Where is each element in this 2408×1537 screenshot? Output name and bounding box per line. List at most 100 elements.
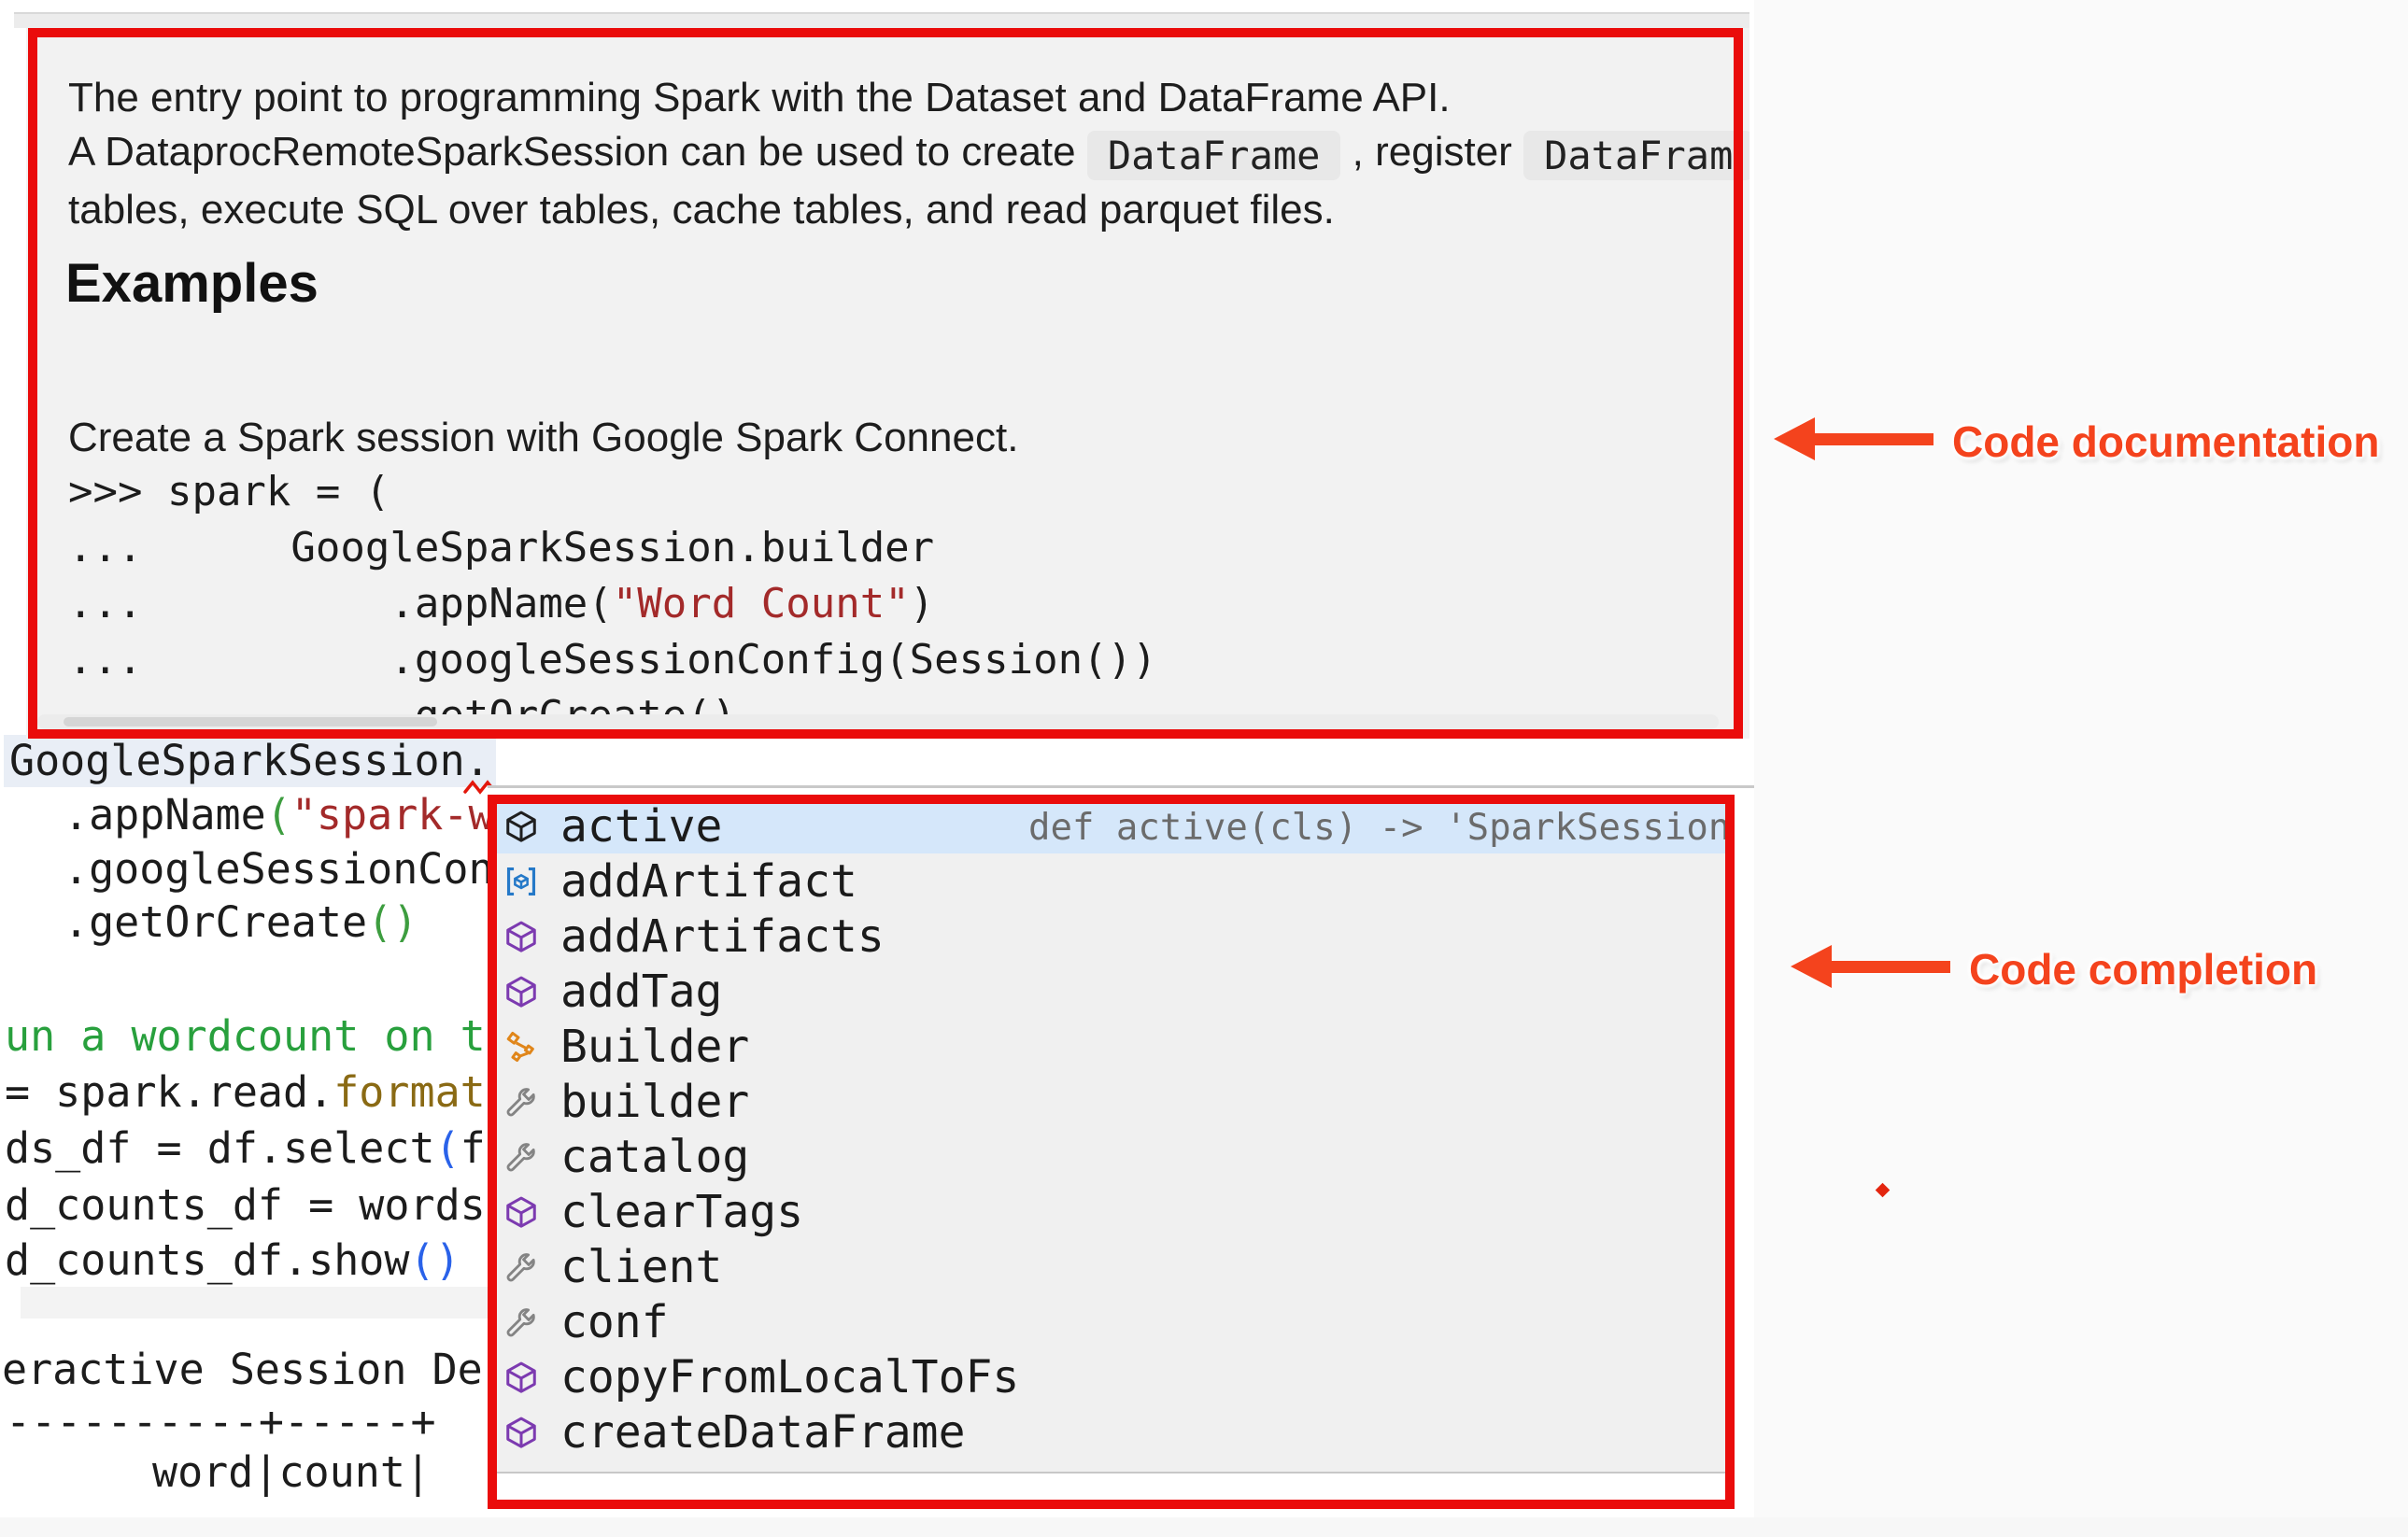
stray-mark-icon <box>1875 1182 1891 1198</box>
code-line[interactable]: ds_df = df.select(f <box>5 1122 486 1175</box>
doc-paragraph-2-mid: , register <box>1340 129 1524 175</box>
code-token: GoogleSparkSession. <box>9 736 490 785</box>
completion-annotation-label: Code completion <box>1969 945 2318 994</box>
code-token: () <box>409 1235 460 1285</box>
code-line[interactable]: .getOrCreate() <box>64 896 418 949</box>
completion-arrow-shaft <box>1828 961 1950 973</box>
completion-footer <box>497 1474 1725 1500</box>
code-token: ... GoogleSparkSession.builder <box>68 524 935 571</box>
code-token: >>> spark = ( <box>68 468 390 515</box>
cell-top-edge <box>14 12 1749 28</box>
completion-annotation-rectangle: active def active(cls) -> 'SparkSession ad… <box>488 795 1735 1509</box>
completion-item[interactable]: catalog <box>497 1129 1725 1184</box>
completion-item-label: copyFromLocalToFs <box>560 1350 1020 1403</box>
documentation-popup: The entry point to programming Spark wit… <box>26 28 1749 739</box>
inline-code-chip: DataFram <box>1523 131 1749 180</box>
completion-item[interactable]: createDataFrame <box>497 1404 1725 1459</box>
completion-item-label: active <box>560 799 723 853</box>
code-token: format <box>333 1067 486 1117</box>
completion-item[interactable]: client <box>497 1239 1725 1294</box>
code-line[interactable]: d_counts_df = words <box>5 1179 486 1232</box>
code-line[interactable]: = spark.read.format <box>5 1066 486 1119</box>
completion-item[interactable]: addArtifacts <box>497 909 1725 964</box>
cube-purple-icon <box>503 1359 540 1396</box>
completion-item-label: catalog <box>560 1130 750 1183</box>
doc-examples-heading: Examples <box>65 253 319 314</box>
completion-item-label: clearTags <box>560 1185 804 1238</box>
completion-item[interactable]: Builder <box>497 1019 1725 1074</box>
completion-item[interactable]: conf <box>497 1294 1725 1349</box>
doc-scrollbar-thumb[interactable] <box>64 717 437 726</box>
code-token: ( <box>434 1123 460 1173</box>
code-token: .googleSessionCon <box>64 844 494 894</box>
code-token: un a wordcount on t <box>5 1011 486 1061</box>
doc-example-intro: Create a Spark session with Google Spark… <box>68 415 1019 460</box>
code-token: ... .appName( <box>68 580 613 627</box>
code-line[interactable]: ----------+-----+ <box>6 1396 436 1448</box>
doc-code-line: ... .getOrCreate() <box>68 688 1157 739</box>
code-token: word|count| <box>152 1447 432 1497</box>
doc-annotation-label: Code documentation <box>1952 417 2380 466</box>
code-token: f <box>460 1123 486 1173</box>
code-line[interactable]: un a wordcount on t <box>5 1010 486 1063</box>
code-token: ----------+-----+ <box>6 1397 436 1446</box>
cube-purple-icon <box>503 1193 540 1231</box>
cube-dark-icon <box>503 808 540 845</box>
code-line[interactable]: eractive Session De <box>2 1344 483 1396</box>
code-token: () <box>367 897 418 947</box>
completion-item-label: addArtifacts <box>560 910 885 963</box>
completion-footer-divider <box>497 1472 1725 1474</box>
completion-item-label: conf <box>560 1295 669 1348</box>
doc-paragraph-3: tables, execute SQL over tables, cache t… <box>68 187 1335 233</box>
code-line[interactable]: GoogleSparkSession. <box>4 735 496 787</box>
completion-item-label: builder <box>560 1075 750 1128</box>
doc-horizontal-scrollbar[interactable] <box>37 714 1719 729</box>
completion-item-label: createDataFrame <box>560 1405 966 1459</box>
completion-item-label: client <box>560 1240 723 1293</box>
code-line[interactable]: word|count| <box>152 1446 431 1499</box>
doc-arrow-shaft <box>1811 433 1933 445</box>
code-token: .appName <box>64 790 266 839</box>
code-line[interactable]: .googleSessionCon <box>64 843 494 895</box>
instance-blue-icon <box>503 863 540 900</box>
code-token: "Word Count" <box>612 580 910 627</box>
doc-code-line: ... GoogleSparkSession.builder <box>68 520 1157 576</box>
completion-list: active def active(cls) -> 'SparkSession ad… <box>497 799 1725 1459</box>
completion-arrow <box>1791 945 1959 988</box>
code-line[interactable]: .appName("spark-w <box>64 789 494 841</box>
completion-item[interactable]: copyFromLocalToFs <box>497 1349 1725 1404</box>
completion-item[interactable]: addArtifact <box>497 853 1725 909</box>
cube-purple-icon <box>503 973 540 1010</box>
completion-item[interactable]: clearTags <box>497 1184 1725 1239</box>
doc-arrow <box>1774 417 1942 460</box>
doc-code-line: >>> spark = ( <box>68 464 1157 520</box>
doc-paragraph-2: A DataprocRemoteSparkSession can be used… <box>68 129 1749 180</box>
doc-code-line: ... .appName("Word Count") <box>68 576 1157 632</box>
code-token: .getOrCreate <box>64 897 368 947</box>
wrench-gray-icon <box>503 1304 540 1341</box>
doc-paragraph-1: The entry point to programming Spark wit… <box>68 75 1451 120</box>
code-token: d_counts_df = words <box>5 1180 486 1230</box>
completion-item[interactable]: active def active(cls) -> 'SparkSession <box>497 799 1725 853</box>
inline-code-chip: DataFrame <box>1086 131 1341 180</box>
completion-item[interactable]: addTag <box>497 964 1725 1019</box>
code-line[interactable]: d_counts_df.show() <box>5 1234 460 1287</box>
cube-purple-icon <box>503 1414 540 1451</box>
class-orange-icon <box>503 1028 540 1065</box>
doc-example-code: >>> spark = ( ... GoogleSparkSession.buil… <box>68 464 1157 739</box>
completion-arrow-head-icon <box>1791 945 1832 988</box>
cube-purple-icon <box>503 918 540 955</box>
code-token: eractive Session De <box>2 1345 483 1394</box>
completion-popup: active def active(cls) -> 'SparkSession ad… <box>488 785 1754 1517</box>
code-token: ) <box>909 580 935 627</box>
completion-item-label: addArtifact <box>560 854 857 908</box>
completion-item-label: addTag <box>560 965 723 1018</box>
code-token: = spark.read. <box>5 1067 334 1117</box>
code-token: d_counts_df.show <box>5 1235 410 1285</box>
code-token: ... .googleSessionConfig(Session()) <box>68 636 1157 684</box>
doc-arrow-head-icon <box>1774 417 1815 460</box>
doc-code-line: ... .googleSessionConfig(Session()) <box>68 632 1157 688</box>
page-bottom-strip <box>0 1517 2408 1537</box>
completion-item-signature: def active(cls) -> 'SparkSession <box>1028 807 1725 849</box>
completion-item[interactable]: builder <box>497 1074 1725 1129</box>
